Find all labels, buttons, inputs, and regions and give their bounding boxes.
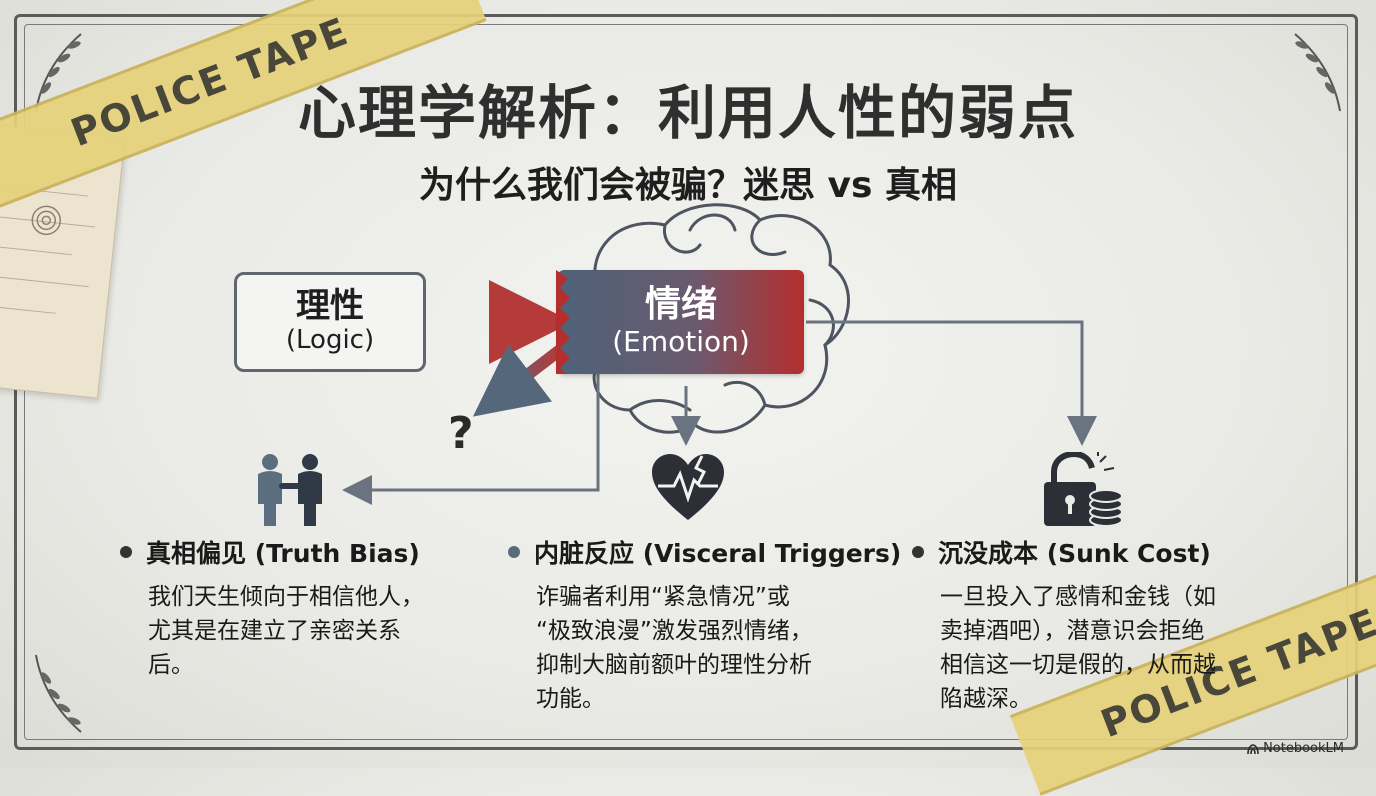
emotion-to-question-arrow bbox=[472, 344, 564, 417]
lock-coins-icon bbox=[1044, 452, 1123, 527]
brand-label: NotebookLM bbox=[1263, 741, 1344, 756]
logic-label-en: (Logic) bbox=[285, 325, 375, 356]
body-line: 抑制大脑前额叶的理性分析 bbox=[536, 652, 812, 678]
body-line: 卖掉酒吧），潜意识会拒绝 bbox=[940, 618, 1205, 644]
brand-watermark: NotebookLM bbox=[1247, 741, 1344, 756]
logic-box: 理性 (Logic) bbox=[234, 272, 426, 372]
truth-bias-section: 真相偏见 (Truth Bias) 我们天生倾向于相信他人， 尤其是在建立了亲密… bbox=[120, 534, 480, 682]
fingerprint-icon bbox=[31, 205, 62, 236]
handshake-people-icon bbox=[258, 454, 322, 526]
section-body: 一旦投入了感情和金钱（如 卖掉酒吧），潜意识会拒绝 相信这一切是假的，从而越 陷… bbox=[940, 580, 1272, 716]
body-line: 诈骗者利用“紧急情况”或 bbox=[536, 584, 790, 610]
body-line: 相信这一切是假的，从而越 bbox=[940, 652, 1216, 678]
section-body: 诈骗者利用“紧急情况”或 “极致浪漫”激发强烈情绪， 抑制大脑前额叶的理性分析 … bbox=[536, 580, 888, 716]
body-line: 尤其是在建立了亲密关系 bbox=[148, 618, 401, 644]
notebooklm-logo-icon bbox=[1247, 743, 1259, 754]
emotion-label-en: (Emotion) bbox=[612, 325, 750, 358]
bullet-dot bbox=[912, 546, 924, 558]
logic-label: 理性 bbox=[296, 285, 364, 326]
body-line: 一旦投入了感情和金钱（如 bbox=[940, 584, 1216, 610]
sunk-cost-section: 沉没成本 (Sunk Cost) 一旦投入了感情和金钱（如 卖掉酒吧），潜意识会… bbox=[912, 534, 1272, 716]
heart-pulse-icon bbox=[652, 454, 724, 520]
page-subtitle: 为什么我们会被骗？迷思 vs 真相 bbox=[419, 165, 957, 206]
visceral-triggers-section: 内脏反应 (Visceral Triggers) 诈骗者利用“紧急情况”或 “极… bbox=[508, 534, 901, 716]
emotion-to-truth-bias-connector bbox=[342, 374, 600, 505]
emotion-to-sunk-cost-connector bbox=[806, 320, 1097, 446]
bullet-dot bbox=[120, 546, 132, 558]
diagram-canvas bbox=[342, 203, 1097, 505]
emotion-label: 情绪 bbox=[644, 284, 717, 326]
question-mark: ? bbox=[448, 408, 474, 459]
body-line: “极致浪漫”激发强烈情绪， bbox=[536, 618, 813, 644]
section-heading: 真相偏见 (Truth Bias) bbox=[146, 539, 420, 568]
laurel-ornament-icon bbox=[1294, 33, 1341, 112]
body-line: 陷越深。 bbox=[940, 686, 1032, 712]
emotion-box: 情绪 (Emotion) bbox=[558, 270, 804, 374]
bullet-dot bbox=[508, 546, 520, 558]
laurel-ornament-icon bbox=[35, 33, 82, 112]
section-body: 我们天生倾向于相信他人， 尤其是在建立了亲密关系 后。 bbox=[148, 580, 480, 682]
page-title: 心理学解析：利用人性的弱点 bbox=[297, 79, 1078, 147]
section-heading: 沉没成本 (Sunk Cost) bbox=[938, 539, 1211, 568]
body-line: 功能。 bbox=[536, 686, 605, 712]
body-line: 我们天生倾向于相信他人， bbox=[148, 584, 424, 610]
body-line: 后。 bbox=[148, 652, 194, 678]
section-heading: 内脏反应 (Visceral Triggers) bbox=[534, 539, 902, 568]
laurel-ornament-icon bbox=[35, 654, 82, 733]
evidence-card bbox=[0, 123, 126, 399]
torn-edge-icon bbox=[556, 270, 570, 374]
